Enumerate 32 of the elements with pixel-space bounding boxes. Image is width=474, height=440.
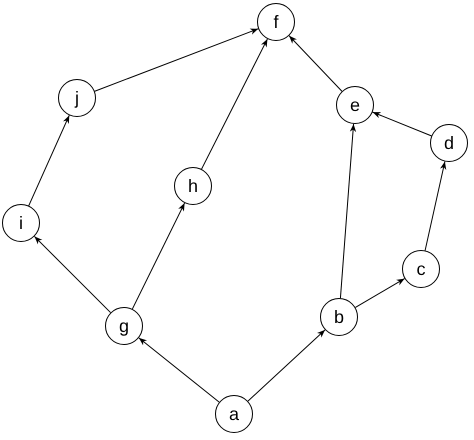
node-circle	[2, 204, 40, 242]
node-circle	[58, 79, 96, 117]
node-circle	[402, 250, 440, 288]
arrow	[132, 202, 186, 310]
node-label: g	[118, 317, 129, 335]
arrow	[340, 123, 356, 299]
arrow	[34, 236, 112, 314]
arrow	[201, 38, 268, 170]
node-circle	[430, 124, 468, 162]
node-label: j	[75, 89, 79, 107]
node-circle	[215, 395, 253, 433]
node-circle	[257, 3, 295, 41]
node-label: i	[19, 214, 23, 232]
node-label: d	[444, 134, 454, 152]
node-circle	[320, 298, 358, 336]
arrow	[94, 28, 259, 92]
node-label: e	[350, 96, 360, 114]
arrow	[247, 329, 326, 402]
arrow	[354, 278, 406, 308]
arrow	[372, 112, 432, 136]
node-circle	[105, 307, 143, 345]
node-label: c	[416, 260, 426, 278]
node-label: f	[273, 13, 278, 31]
node-circle	[174, 167, 212, 205]
node-label: h	[188, 177, 198, 195]
arrow	[28, 114, 70, 206]
node-label: a	[228, 405, 239, 423]
node-label: b	[334, 308, 344, 326]
arrow	[424, 161, 446, 251]
arrow	[138, 337, 220, 403]
node-circle	[336, 86, 374, 124]
arrow	[288, 35, 342, 92]
